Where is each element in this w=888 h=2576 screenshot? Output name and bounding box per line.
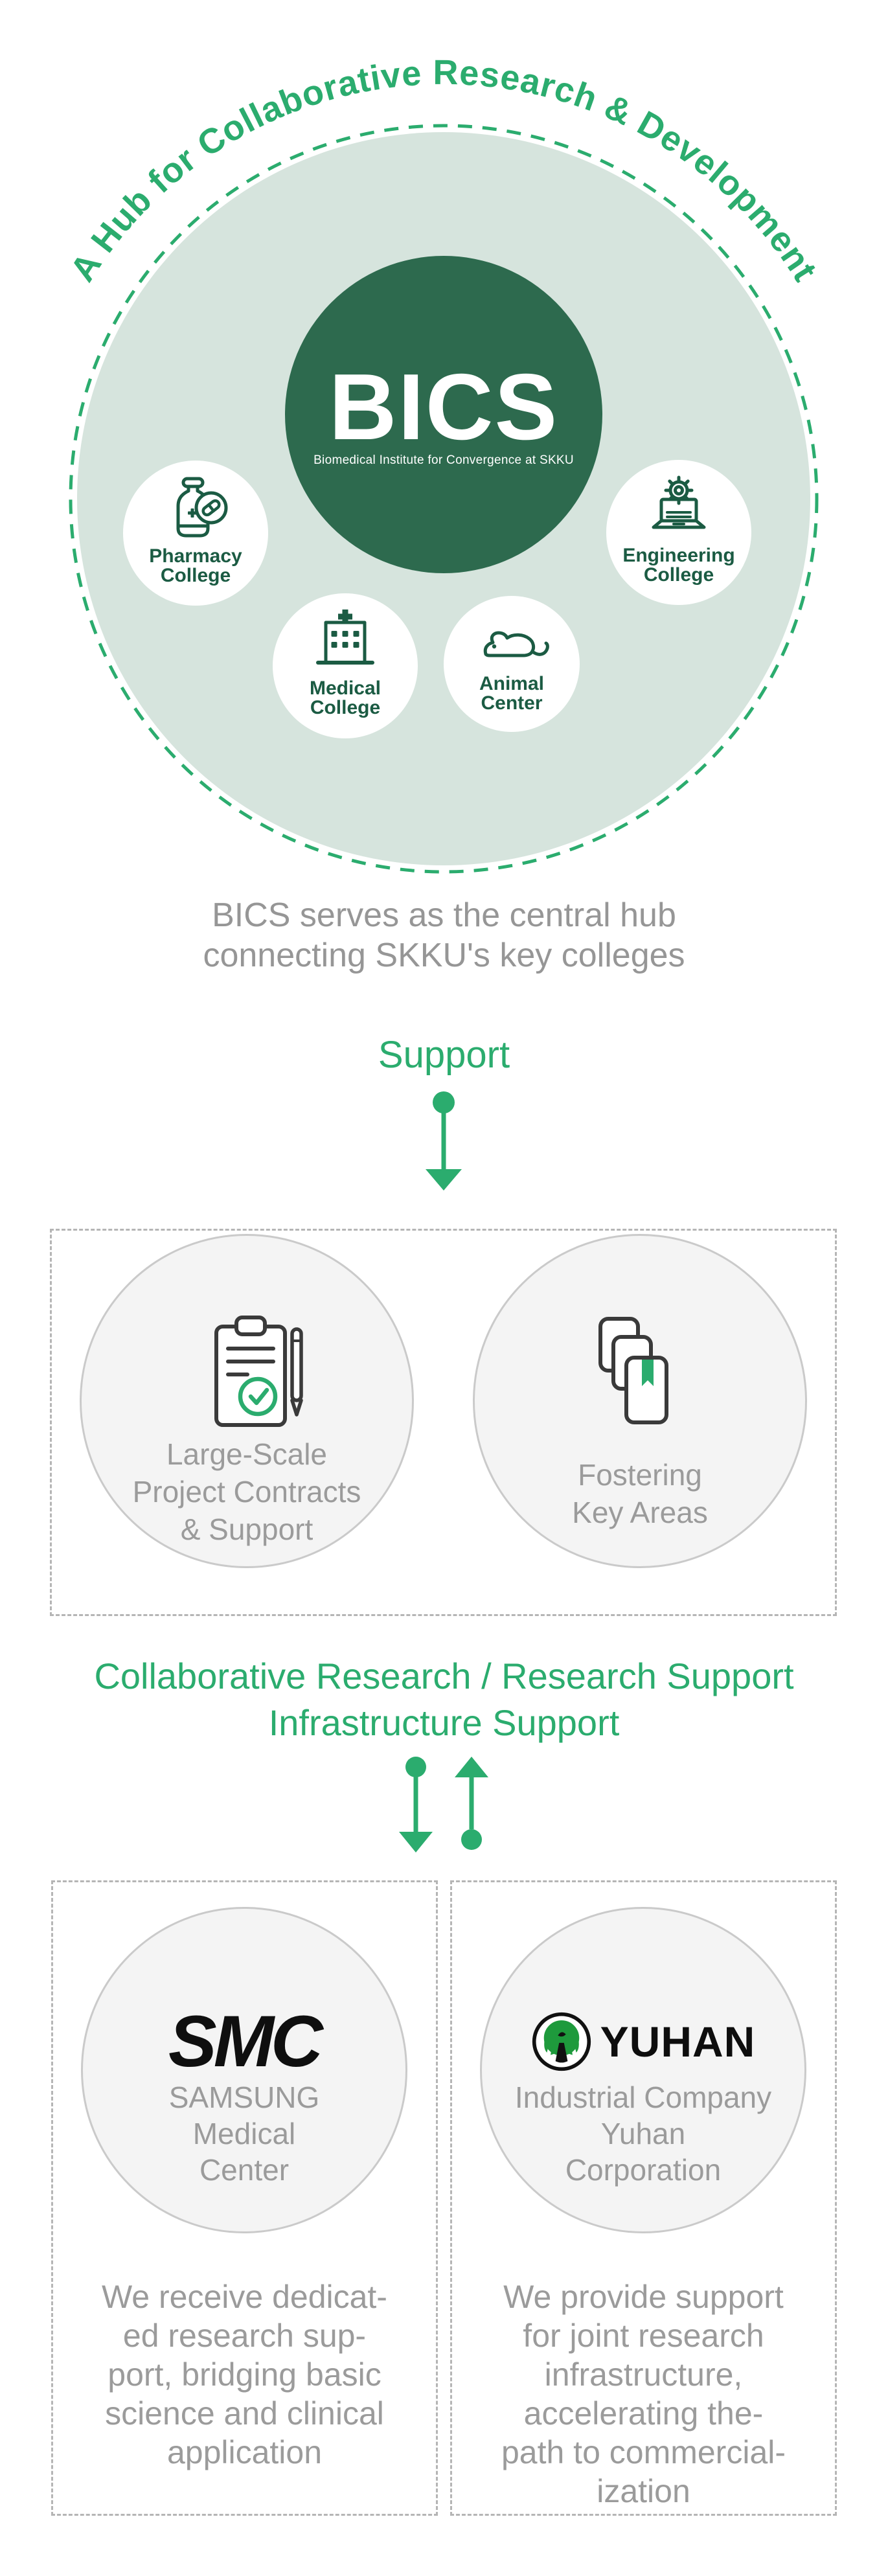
yuhan-name: Industrial Company Yuhan Corporation [481,2079,805,2188]
hub-caption-line1: BICS serves as the central hub [212,896,676,934]
yuhan-name-line1: Industrial Company [514,2080,772,2114]
engineering-label-line1: Engineering [622,545,734,566]
yuhan-desc-line4: accelerating the- [523,2395,764,2432]
down-up-arrows-icon [399,1757,488,1852]
bics-circle [285,256,602,573]
laptop-gear-icon [652,475,706,529]
up-arrow-part [455,1757,488,1850]
smc-logo: SMC [168,2001,323,2082]
medicine-bottle-icon [176,477,228,538]
hub-diagram: A Hub for Collaborative Research & Devel… [63,53,824,874]
collab-heading-line2: Infrastructure Support [268,1702,620,1743]
contracts-label-line1: Large-Scale [166,1437,328,1471]
clipboard-check-icon [214,1316,303,1427]
partner-box-yuhan [450,1880,837,2516]
smc-desc-line3: port, bridging basic [108,2356,381,2393]
animal-label-line2: Center [481,692,542,714]
yuhan-logo: YUHAN [481,2011,805,2073]
yuhan-wordmark: YUHAN [600,2018,756,2066]
animal-circle [444,596,580,732]
yuhan-circle [480,1907,806,2233]
bics-subtitle: Biomedical Institute for Convergence at … [313,453,574,467]
hospital-icon [316,610,374,665]
smc-desc-line4: science and clinical [105,2395,384,2432]
function-box [50,1229,837,1616]
smc-name-line1: SAMSUNG [168,2080,320,2114]
yuhan-name-line3: Corporation [565,2153,722,2187]
smc-desc-line1: We receive dedicat- [102,2279,387,2315]
animal-label-line1: Animal [479,673,544,694]
smc-desc-line2: ed research sup- [122,2318,367,2354]
yuhan-description: We provide support for joint research in… [463,2277,824,2511]
contracts-label-line2: Project Contracts [132,1475,361,1509]
yuhan-desc-line2: for joint research [523,2318,764,2354]
bics-center-circle: BICS Biomedical Institute for Convergenc… [285,256,602,573]
medical-label-line1: Medical [310,678,381,699]
bookmark-glyph [642,1360,654,1386]
fostering-label: Fostering Key Areas [478,1456,802,1531]
college-node-engineering: Engineering College [606,460,751,605]
contracts-label-line3: & Support [180,1512,313,1546]
down-arrow-part [399,1757,433,1852]
contracts-label: Large-Scale Project Contracts & Support [85,1435,409,1548]
partner-box-smc [51,1880,438,2516]
down-arrow-icon [426,1091,462,1191]
yuhan-name-line2: Yuhan [600,2117,686,2150]
collab-heading: Collaborative Research / Research Suppor… [0,1653,888,1746]
support-heading: Support [378,1034,510,1076]
medical-label-line2: College [310,697,380,718]
smc-name-line3: Center [199,2153,290,2187]
smc-circle [81,1907,407,2233]
yuhan-desc-line1: We provide support [503,2279,784,2315]
yuhan-desc-line5: path to commercial- [501,2434,786,2470]
hub-caption: BICS serves as the central hub connectin… [0,895,888,975]
medical-circle [273,593,418,738]
fostering-label-line2: Key Areas [572,1496,708,1529]
college-node-medical: Medical College [273,593,418,738]
yuhan-desc-line6: ization [597,2473,690,2509]
smc-description: We receive dedicat- ed research sup- por… [64,2277,425,2472]
hub-dashed-ring [69,124,819,874]
books-bookmark-icon [598,1317,668,1424]
bics-title: BICS [329,354,558,459]
pharmacy-label-line1: Pharmacy [149,545,242,567]
mouse-icon [483,631,549,657]
smc-name: SAMSUNG Medical Center [82,2079,406,2188]
willow-tree-icon [532,2012,591,2071]
smc-name-line2: Medical [192,2117,296,2150]
smc-desc-line5: application [166,2434,323,2470]
college-node-animal: Animal Center [444,596,580,732]
yuhan-desc-line3: infrastructure, [544,2356,743,2393]
pharmacy-label-line2: College [161,565,231,586]
college-node-pharmacy: Pharmacy College [123,461,268,606]
engineering-circle [606,460,751,605]
pharmacy-circle [123,461,268,606]
collab-heading-line1: Collaborative Research / Research Suppor… [94,1656,794,1696]
fostering-label-line1: Fostering [578,1458,702,1492]
hub-caption-line2: connecting SKKU's key colleges [203,937,685,974]
engineering-label-line2: College [644,564,714,586]
